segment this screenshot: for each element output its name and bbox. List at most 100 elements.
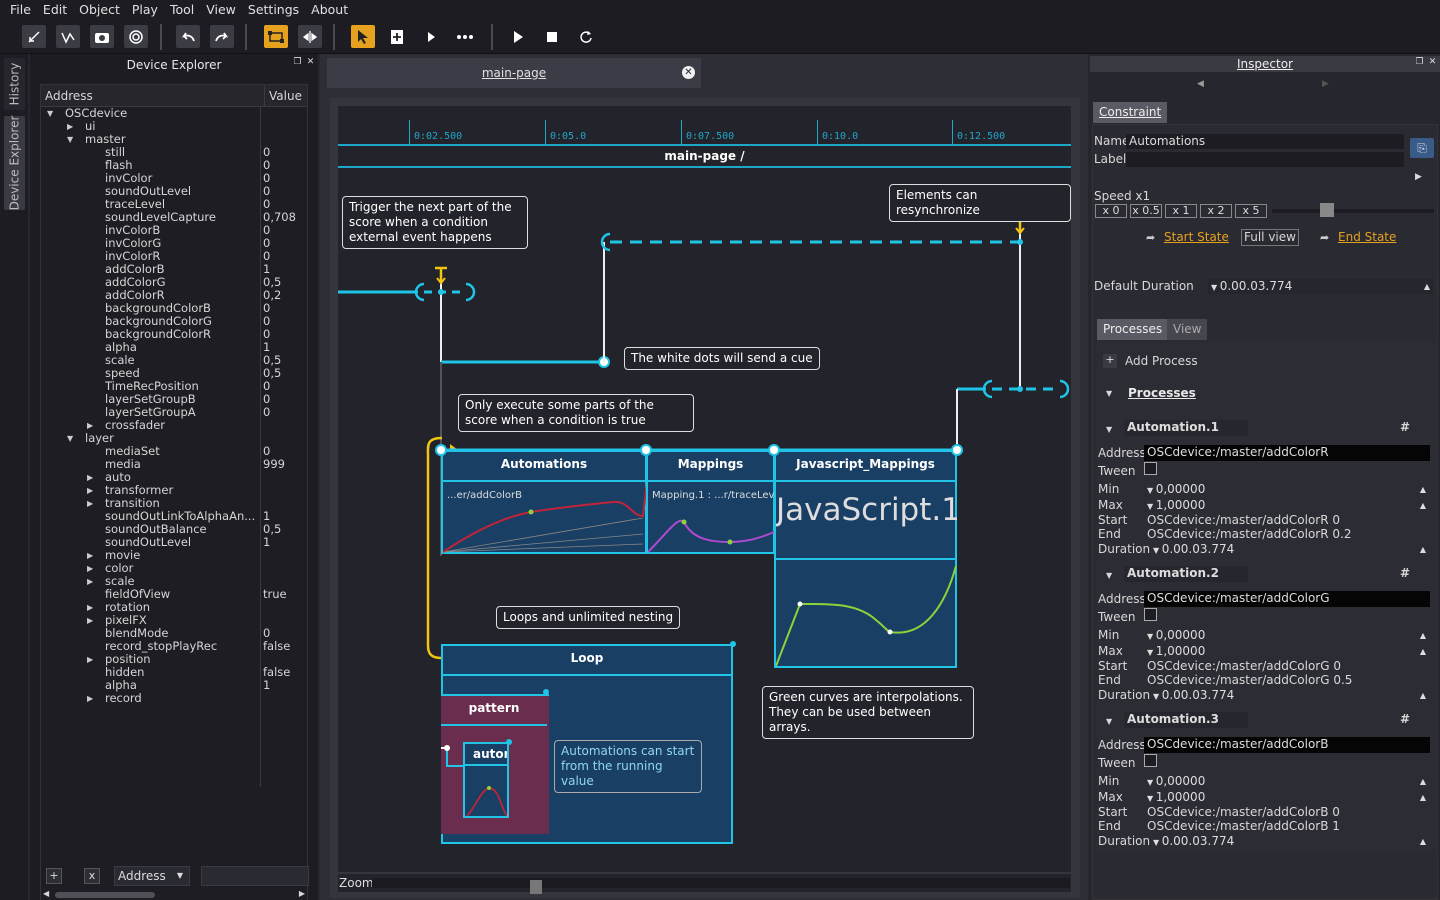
tab-device-explorer[interactable]: Device Explorer bbox=[4, 116, 25, 210]
speed-x0-button[interactable]: x 0 bbox=[1095, 204, 1127, 218]
collapse-arrow-icon[interactable]: ▶ bbox=[87, 694, 94, 703]
expand-icon[interactable]: ▶ bbox=[1415, 172, 1422, 182]
speed-x05-button[interactable]: x 0.5 bbox=[1130, 204, 1162, 218]
duration-field[interactable]: ▼ 0.00.03.774▲ bbox=[1150, 834, 1430, 849]
automations-box[interactable]: Automations ...er/addColorB bbox=[441, 450, 647, 554]
curve-tool-icon[interactable] bbox=[56, 25, 80, 48]
end-value[interactable]: OSCdevice:/master/addColorB 1 bbox=[1147, 819, 1340, 833]
speed-x2-button[interactable]: x 2 bbox=[1200, 204, 1232, 218]
menu-about[interactable]: About bbox=[311, 2, 349, 17]
end-state-link[interactable]: End State bbox=[1338, 230, 1397, 244]
tab-history[interactable]: History bbox=[4, 58, 25, 110]
chevron-down-icon[interactable]: ▼ bbox=[1106, 717, 1113, 726]
tree-row[interactable]: ▶position bbox=[41, 653, 307, 666]
chevron-down-icon[interactable]: ▼ bbox=[1106, 425, 1113, 434]
speed-slider-handle[interactable] bbox=[1320, 203, 1334, 217]
add-process-button[interactable]: Add Process bbox=[1125, 354, 1198, 368]
tab-constraint[interactable]: Constraint bbox=[1093, 102, 1168, 123]
collapse-arrow-icon[interactable]: ▶ bbox=[87, 486, 94, 495]
add-device-button[interactable]: + bbox=[46, 868, 62, 884]
automation-title[interactable]: Automation.1 bbox=[1124, 420, 1248, 436]
collapse-arrow-icon[interactable]: ▶ bbox=[87, 603, 94, 612]
expand-arrow-icon[interactable]: ▼ bbox=[47, 109, 54, 118]
tree-row[interactable]: ▼master bbox=[41, 133, 307, 146]
tree-row[interactable]: ▶pixelFX bbox=[41, 614, 307, 627]
close-icon[interactable]: ✕ bbox=[1428, 57, 1437, 67]
tree-row[interactable]: ▶crossfader bbox=[41, 419, 307, 432]
collapse-arrow-icon[interactable]: ▶ bbox=[87, 473, 94, 482]
expand-arrow-icon[interactable]: ▼ bbox=[67, 135, 74, 144]
zoom-slider[interactable] bbox=[372, 878, 1070, 894]
close-icon[interactable]: ✕ bbox=[306, 57, 315, 67]
redo-icon[interactable] bbox=[210, 25, 234, 48]
scroll-left-icon[interactable]: ◀ bbox=[43, 889, 50, 898]
tree-row[interactable]: ▶transition bbox=[41, 497, 307, 510]
label-field[interactable] bbox=[1126, 152, 1404, 167]
tree-row[interactable]: ▶record bbox=[41, 692, 307, 705]
speed-slider[interactable] bbox=[1272, 209, 1434, 213]
float-icon[interactable]: ❐ bbox=[1415, 57, 1424, 67]
time-ruler[interactable]: 0:02.500 0:05.0 0:07.500 0:10.0 0:12.500 bbox=[338, 106, 1071, 144]
javascript-mappings-box[interactable]: Javascript_Mappings JavaScript.1 bbox=[774, 450, 957, 668]
automation-title[interactable]: Automation.2 bbox=[1124, 566, 1248, 582]
end-value[interactable]: OSCdevice:/master/addColorR 0.2 bbox=[1147, 527, 1352, 541]
undo-icon[interactable] bbox=[176, 25, 200, 48]
pattern-box[interactable]: pattern auton bbox=[441, 694, 549, 834]
color-picker-icon[interactable]: ⎘ bbox=[1410, 138, 1434, 158]
tree-row[interactable]: soundOutLinkToAlphaAn...1 bbox=[41, 510, 307, 523]
tree-row[interactable]: ▶auto bbox=[41, 471, 307, 484]
tab-view[interactable]: View bbox=[1167, 319, 1208, 340]
tree-row[interactable]: ▶scale bbox=[41, 575, 307, 588]
zoom-handle[interactable] bbox=[530, 880, 542, 894]
speed-x1-button[interactable]: x 1 bbox=[1165, 204, 1197, 218]
tree-row[interactable]: ▶transformer bbox=[41, 484, 307, 497]
column-header-address[interactable]: Address bbox=[45, 89, 93, 103]
remove-device-button[interactable]: x bbox=[84, 868, 100, 884]
scroll-right-icon[interactable]: ▶ bbox=[298, 889, 305, 898]
address-field[interactable]: OSCdevice:/master/addColorB bbox=[1144, 737, 1430, 753]
menu-view[interactable]: View bbox=[206, 2, 236, 17]
collapse-arrow-icon[interactable]: ▶ bbox=[87, 655, 94, 664]
min-field[interactable]: ▼ 0,00000▲ bbox=[1144, 774, 1430, 789]
start-value[interactable]: OSCdevice:/master/addColorG 0 bbox=[1147, 659, 1341, 673]
float-icon[interactable]: ❐ bbox=[293, 57, 302, 67]
expand-arrow-icon[interactable]: ▼ bbox=[67, 434, 74, 443]
play-icon[interactable] bbox=[506, 25, 530, 48]
automation-hash[interactable]: # bbox=[1400, 712, 1411, 726]
menu-settings[interactable]: Settings bbox=[247, 2, 300, 17]
duration-field[interactable]: ▼ 0.00.03.774▲ bbox=[1150, 688, 1430, 703]
speed-x5-button[interactable]: x 5 bbox=[1235, 204, 1267, 218]
collapse-arrow-icon[interactable]: ▶ bbox=[67, 122, 74, 131]
tween-checkbox[interactable] bbox=[1144, 608, 1157, 621]
nested-automation-box[interactable]: auton bbox=[463, 742, 509, 818]
scale-tool-icon[interactable] bbox=[22, 25, 46, 48]
select-box-icon[interactable] bbox=[264, 25, 288, 48]
tree-row[interactable]: ▶rotation bbox=[41, 601, 307, 614]
column-header-value[interactable]: Value bbox=[264, 85, 302, 107]
create-box-icon[interactable] bbox=[385, 25, 409, 48]
collapse-arrow-icon[interactable]: ▶ bbox=[87, 551, 94, 560]
menu-edit[interactable]: Edit bbox=[42, 2, 68, 17]
collapse-arrow-icon[interactable]: ▶ bbox=[87, 499, 94, 508]
chevron-down-icon[interactable]: ▼ bbox=[1106, 389, 1113, 398]
start-state-link[interactable]: Start State bbox=[1164, 230, 1229, 244]
reinit-icon[interactable] bbox=[574, 25, 598, 48]
record-loop-icon[interactable] bbox=[124, 25, 148, 48]
